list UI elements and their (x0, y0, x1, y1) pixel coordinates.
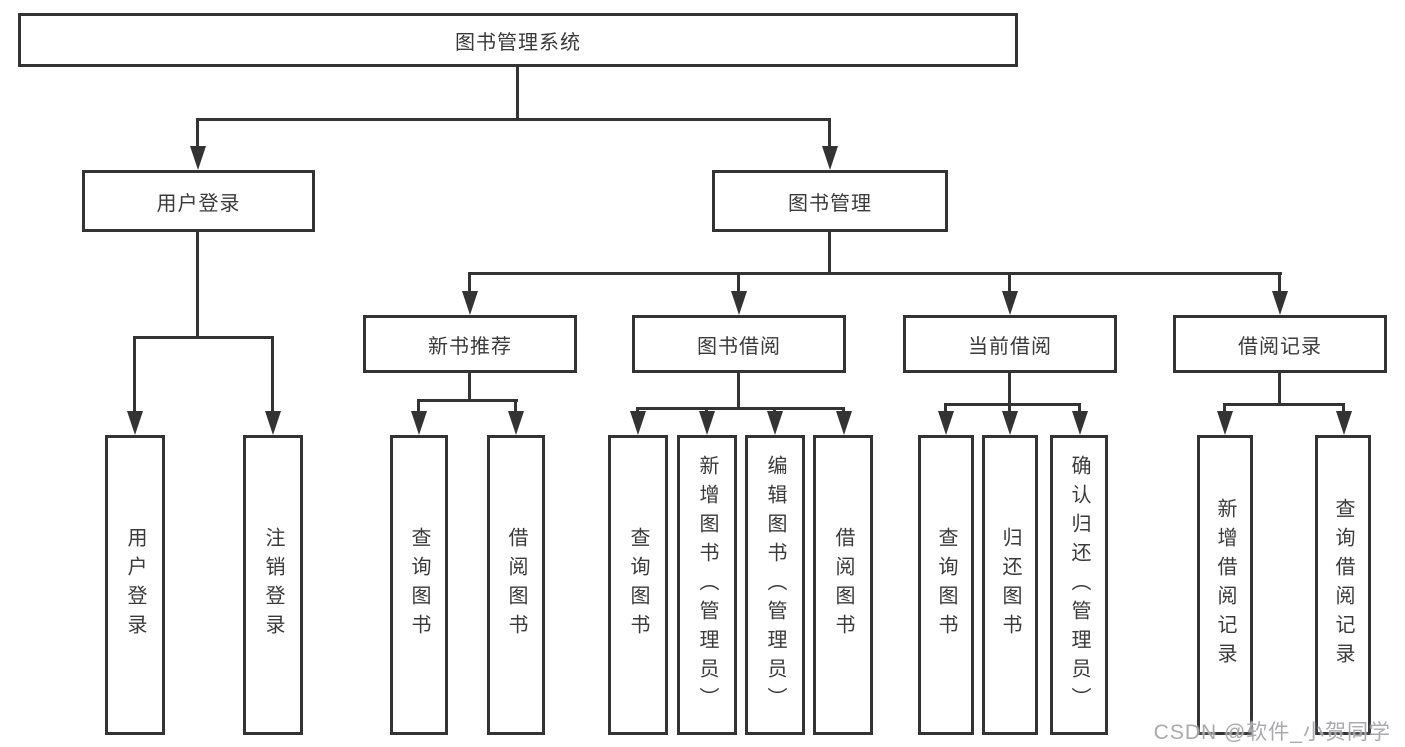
watermark: CSDN @软件_小贺同学 (1153, 721, 1391, 744)
node-label: 借阅记录 (1238, 335, 1322, 358)
arrow-down-icon (411, 411, 427, 435)
node-label: 图书借阅 (697, 335, 781, 358)
arrow-down-icon (1272, 291, 1288, 315)
connector-hline (417, 399, 518, 402)
connector-vline (271, 336, 274, 414)
leaf-label: 编辑图书（管理员） (764, 454, 786, 716)
arrow-down-icon (127, 411, 143, 435)
leaf-query-books-current: 查询图书 (918, 435, 974, 735)
leaf-return-books: 归还图书 (982, 435, 1038, 735)
leaf-label: 新增借阅记录 (1214, 498, 1236, 672)
connector-vline (1223, 403, 1226, 415)
arrow-down-icon (1072, 411, 1088, 435)
leaf-logout: 注销登录 (243, 435, 303, 735)
connector-vline (1008, 403, 1011, 415)
node-current-borrow: 当前借阅 (903, 315, 1117, 373)
arrow-down-icon (938, 411, 954, 435)
arrow-down-icon (1002, 411, 1018, 435)
connector-vline (468, 272, 471, 294)
connector-vline (196, 118, 199, 150)
arrow-down-icon (699, 411, 715, 435)
node-new-book-recommend: 新书推荐 (363, 315, 577, 373)
node-label: 新书推荐 (428, 335, 512, 358)
connector-vline (1008, 272, 1011, 294)
leaf-query-books-borrow: 查询图书 (608, 435, 668, 735)
connector-vline (1278, 272, 1281, 294)
node-book-management: 图书管理 (712, 170, 948, 232)
node-label: 图书管理系统 (455, 31, 581, 54)
node-root-system: 图书管理系统 (18, 13, 1018, 67)
connector-hline (196, 118, 831, 121)
connector-vline (1278, 373, 1281, 406)
connector-vline (737, 373, 740, 410)
leaf-label: 查询借阅记录 (1332, 498, 1354, 672)
arrow-down-icon (767, 411, 783, 435)
leaf-label: 归还图书 (999, 527, 1021, 643)
leaf-add-borrow-record: 新增借阅记录 (1197, 435, 1253, 735)
leaf-label: 用户登录 (124, 527, 146, 643)
arrow-down-icon (836, 411, 852, 435)
node-label: 当前借阅 (968, 335, 1052, 358)
node-borrow-records: 借阅记录 (1173, 315, 1387, 373)
connector-vline (737, 272, 740, 294)
leaf-query-borrow-record: 查询借阅记录 (1315, 435, 1371, 735)
connector-vline (828, 232, 831, 275)
arrow-down-icon (190, 146, 206, 170)
connector-vline (944, 403, 947, 415)
leaf-query-books-recommend: 查询图书 (390, 435, 448, 735)
node-book-borrow: 图书借阅 (632, 315, 846, 373)
leaf-label: 借阅图书 (505, 527, 527, 643)
connector-hline (636, 407, 845, 410)
leaf-label: 查询图书 (935, 527, 957, 643)
leaf-edit-book-admin: 编辑图书（管理员） (745, 435, 805, 735)
connector-vline (1342, 403, 1345, 415)
leaf-borrow-books-recommend: 借阅图书 (487, 435, 545, 735)
leaf-user-login: 用户登录 (105, 435, 165, 735)
connector-hline (944, 403, 1081, 406)
node-label: 图书管理 (788, 192, 872, 215)
arrow-down-icon (1002, 291, 1018, 315)
connector-hline (1223, 403, 1345, 406)
connector-hline (133, 336, 274, 339)
arrow-down-icon (462, 291, 478, 315)
leaf-label: 新增图书（管理员） (696, 454, 718, 716)
connector-vline (1008, 373, 1011, 406)
connector-vline (828, 118, 831, 150)
arrow-down-icon (265, 411, 281, 435)
leaf-borrow-books: 借阅图书 (813, 435, 873, 735)
arrow-down-icon (1336, 411, 1352, 435)
connector-vline (417, 399, 420, 415)
leaf-add-book-admin: 新增图书（管理员） (677, 435, 737, 735)
arrow-down-icon (508, 411, 524, 435)
leaf-label: 注销登录 (262, 527, 284, 643)
connector-vline (514, 399, 517, 415)
leaf-label: 查询图书 (408, 527, 430, 643)
leaf-confirm-return-admin: 确认归还（管理员） (1050, 435, 1108, 735)
leaf-label: 确认归还（管理员） (1068, 454, 1090, 716)
node-label: 用户登录 (156, 192, 241, 215)
connector-vline (1078, 403, 1081, 415)
arrow-down-icon (1217, 411, 1233, 435)
connector-hline (468, 272, 1282, 275)
leaf-label: 查询图书 (627, 527, 649, 643)
leaf-label: 借阅图书 (832, 527, 854, 643)
connector-vline (468, 373, 471, 402)
connector-vline (196, 232, 199, 339)
connector-vline (133, 336, 136, 414)
arrow-down-icon (822, 146, 838, 170)
node-user-login: 用户登录 (82, 170, 315, 232)
arrow-down-icon (731, 291, 747, 315)
connector-vline (516, 67, 519, 119)
arrow-down-icon (630, 411, 646, 435)
